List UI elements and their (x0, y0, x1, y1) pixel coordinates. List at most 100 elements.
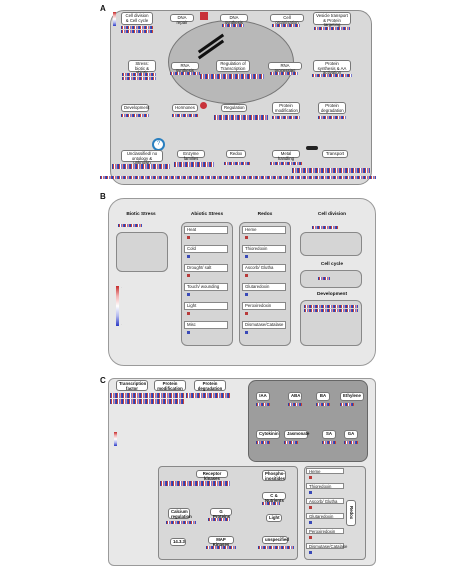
panel-label-a: A (100, 4, 106, 13)
heatmap-strip (258, 546, 294, 549)
redox-c-row: Thioredoxin (306, 483, 344, 489)
heatmap-strip (314, 27, 350, 30)
heatmap-strip (121, 114, 149, 117)
heatmap-strip (256, 441, 270, 444)
expression-marker (309, 536, 312, 539)
redox-row: Thioredoxin (242, 245, 286, 253)
abiotic-row: Cold (184, 245, 228, 253)
abiotic-row: Heat (184, 226, 228, 234)
redox-c-row: Dismutase/Catalase (306, 543, 347, 549)
hormone-tag: SA (322, 430, 336, 439)
heatmap-strip (312, 74, 352, 77)
heatmap-strip (312, 226, 338, 229)
heatmap-strip (272, 24, 300, 27)
redox-c-row: Peroxiredoxin (306, 528, 344, 534)
heatmap-strip (208, 518, 230, 521)
label-protein-modification: Protein modification (272, 102, 300, 114)
label-enzyme-families: Enzyme families (177, 150, 205, 160)
expression-marker (187, 236, 190, 239)
heatmap-strip (272, 116, 300, 119)
heatmap-strip (322, 441, 336, 444)
color-legend (114, 432, 117, 446)
redox-row: Ascorb/ Glutha (242, 264, 286, 272)
expression-marker (187, 312, 190, 315)
heatmap-strip (200, 74, 264, 79)
panel-label-c: C (100, 376, 106, 385)
heatmap-strip (318, 277, 330, 280)
heatmap-strip (110, 393, 184, 398)
heatmap-strip (292, 168, 370, 173)
title-biotic-stress: Biotic Stress (126, 212, 156, 217)
abiotic-row: Light (184, 302, 228, 310)
label-transcription-factor: Transcription factor (116, 380, 148, 391)
heatmap-strip (122, 73, 156, 76)
heatmap-strip (166, 521, 196, 524)
biotic-stress-box (116, 232, 168, 272)
label-rna-synthesis: RNA synthesis (171, 62, 199, 72)
expression-marker (245, 255, 248, 258)
heatmap-strip (214, 115, 268, 120)
label-light: Light (266, 514, 282, 522)
heatmap-strip (170, 72, 200, 75)
title-abiotic-stress: Abiotic Stress (190, 212, 224, 217)
title-cell-cycle: Cell cycle (320, 262, 344, 267)
expression-marker (309, 521, 312, 524)
abiotic-row: Misc (184, 321, 228, 329)
color-legend (113, 12, 116, 26)
heatmap-strip (340, 403, 354, 406)
heatmap-strip (110, 399, 184, 404)
abiotic-row: Touch/ wounding (184, 283, 228, 291)
expression-marker (245, 274, 248, 277)
heatmap-strip (160, 481, 230, 486)
title-cell-division: Cell division (317, 212, 347, 217)
hormone-tag: GA (344, 430, 358, 439)
heatmap-strip (172, 114, 198, 117)
label-stress: Stress: biotic & abiotic (128, 60, 156, 75)
heatmap-strip (186, 393, 230, 398)
heatmap-strip (174, 162, 214, 167)
label-redox-c: Redox (346, 500, 356, 526)
label-redox: Redox (226, 150, 246, 158)
expression-marker (187, 255, 190, 258)
heatmap-strip (224, 162, 250, 165)
label-protein-synthesis: Protein synthesis & AA activation (313, 60, 351, 75)
heatmap-strip (270, 72, 298, 75)
redox-row: Heme (242, 226, 286, 234)
heatmap-strip (288, 403, 302, 406)
expression-marker (309, 551, 312, 554)
redox-row: Peroxiredoxin (242, 302, 286, 310)
hormone-tag: BA (316, 392, 330, 401)
hormone-tag: Ethylene (340, 392, 364, 401)
label-protein-degradation: Protein degradation (318, 102, 346, 114)
label-calcium-regulation: Calcium regulation (168, 508, 192, 519)
heatmap-strip (206, 546, 236, 549)
label-metal-handling: Metal handling (272, 150, 300, 160)
heatmap-strip (100, 176, 376, 179)
redox-c-row: Glutaredoxin (306, 513, 344, 519)
label-dna-synthesis: DNA synthesis (220, 14, 248, 24)
heatmap-strip (304, 309, 358, 312)
redox-row: Dismutase/Catalase (242, 321, 286, 329)
title-development: Development (316, 292, 348, 297)
expression-marker (187, 293, 190, 296)
heatmap-strip (344, 441, 358, 444)
expression-marker (245, 312, 248, 315)
label-receptor-kinases: Receptor kinases (196, 470, 228, 480)
heatmap-strip (318, 116, 346, 119)
label-unclassified: Unclassified/ no ontology & unknown (121, 150, 163, 165)
label-unspecified: unspecified (262, 536, 289, 544)
abiotic-row: Drought/ salt (184, 264, 228, 272)
heatmap-strip (121, 26, 153, 29)
transporter-icon (306, 146, 318, 150)
legend-tick: · (121, 285, 122, 289)
hormone-tag: Cytokinin (256, 430, 280, 439)
label-regulation: Regulation (221, 104, 247, 112)
expression-marker (309, 491, 312, 494)
expression-marker (309, 506, 312, 509)
label-transport: Transport (322, 150, 348, 158)
dna-repair-icon (200, 12, 208, 20)
heart-icon (200, 102, 207, 109)
label-g-proteins: G Proteins (210, 508, 232, 518)
label-map-kinases: MAP Kinases (208, 536, 234, 546)
heatmap-strip (121, 30, 153, 33)
